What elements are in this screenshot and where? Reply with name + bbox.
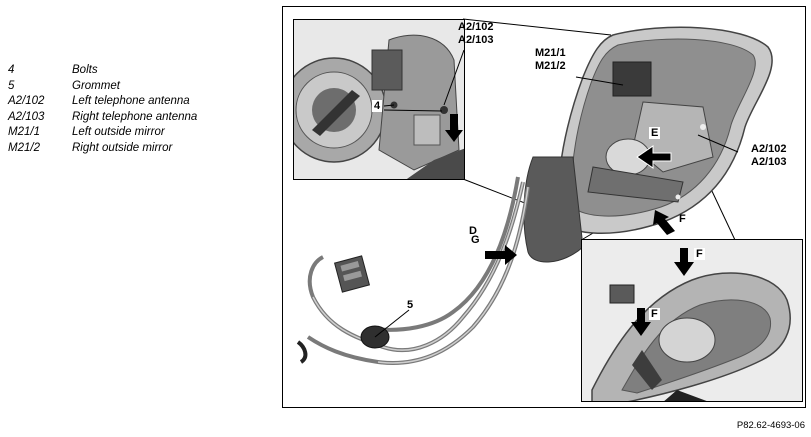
bolts-callout: 4 [372,100,383,112]
legend-code: 4 [8,64,15,76]
callout-line: A2/102 [458,21,494,33]
mirror-callout: M21/1 M21/2 [535,47,566,73]
arrow-f-label: F [679,213,686,225]
arrow-g-label: G [471,234,480,246]
arrow-f-top-label: F [694,248,705,260]
arrow-f-icon [653,210,675,235]
callout-line: A2/103 [751,156,787,168]
right-antenna-callout: A2/102 A2/103 [751,143,786,169]
detail-view-f: F F [581,239,803,402]
callout-line: M21/1 [535,47,566,59]
legend-code: A2/103 [8,110,45,123]
legend-code: 5 [8,79,15,92]
arrow-f-mid-icon [631,308,651,336]
connector-plug [333,255,371,293]
callout-line: A2/103 [458,34,494,46]
grommet-callout: 5 [407,299,414,311]
legend-code: M21/2 [8,141,40,154]
legend-code: M21/1 [8,126,40,139]
legend-code: A2/102 [8,95,45,108]
figure-code: P82.62-4693-06 [736,420,805,431]
arrow-g-icon [485,245,517,265]
detail-view-d: 4 [293,19,465,180]
arrow-e-label: E [649,127,661,139]
mirror-housing [557,26,773,235]
legend-description: Bolts [72,64,98,76]
mirror-base [523,156,584,263]
arrow-f-mid-label: F [649,308,660,320]
arrow-d-label: D [469,225,477,237]
legend-description: Grommet [72,79,120,92]
mirror-diagram: 4 F F A2/102 A2/103 M21/1 M21/2 A2/102 A… [282,6,806,408]
legend-description: Right telephone antenna [72,110,198,123]
legend-description: Right outside mirror [72,141,173,154]
callout-line: M21/2 [535,60,566,72]
detail-d-illustration [294,20,464,179]
detail-f-illustration [582,240,802,401]
top-antenna-callout: A2/102 A2/103 [458,21,493,47]
arrow-e-icon [636,145,672,169]
legend-description: Left telephone antenna [72,95,190,108]
mirror-illustration [296,18,773,365]
arrow-f-top-icon [674,248,694,276]
legend-description: Left outside mirror [72,126,165,139]
arrow-d-icon [445,114,463,142]
callout-line: A2/102 [751,143,787,155]
